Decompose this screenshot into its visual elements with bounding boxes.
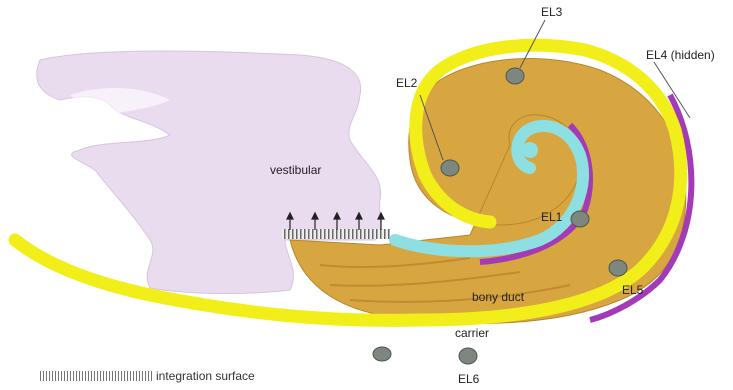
label-carrier: carrier bbox=[455, 326, 489, 340]
electrode-el6b bbox=[373, 347, 391, 361]
label-el2: EL2 bbox=[396, 76, 418, 90]
label-el3: EL3 bbox=[541, 5, 563, 19]
label-bony-duct: bony duct bbox=[472, 290, 525, 304]
electrode-el2 bbox=[441, 160, 459, 176]
label-el5: EL5 bbox=[622, 283, 644, 297]
electrode-el3 bbox=[506, 68, 524, 84]
label-el1: EL1 bbox=[541, 210, 563, 224]
electrode-el1 bbox=[571, 211, 589, 227]
integration-surface bbox=[282, 229, 390, 239]
label-vestibular: vestibular bbox=[270, 163, 321, 177]
label-el4: EL4 (hidden) bbox=[646, 48, 715, 62]
electrode-el5 bbox=[609, 260, 627, 276]
legend: integration surface bbox=[40, 369, 255, 383]
integration-surface-swatch bbox=[40, 371, 152, 381]
electrode-el6 bbox=[459, 348, 477, 364]
label-el6: EL6 bbox=[458, 372, 480, 386]
legend-label: integration surface bbox=[156, 369, 255, 383]
